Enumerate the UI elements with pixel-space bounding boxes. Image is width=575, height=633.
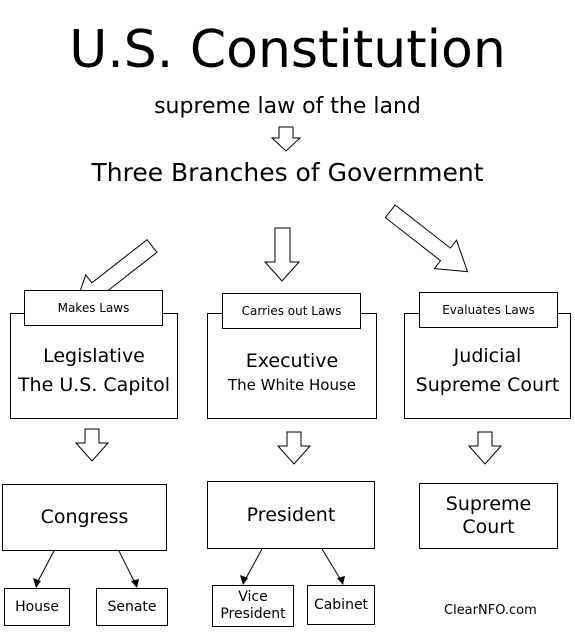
- arrow-down-judicial: [467, 431, 503, 465]
- arrow-down-subtitle: [270, 126, 302, 152]
- leaf-senate: Senate: [96, 588, 168, 626]
- site-credit: ClearNFO.com: [444, 603, 537, 618]
- tag-makes-laws: Makes Laws: [24, 290, 163, 326]
- section-heading: Three Branches of Government: [91, 158, 484, 187]
- arrow-down-legislative: [74, 428, 110, 462]
- arrow-diagonal-right: [384, 204, 469, 273]
- page-subtitle: supreme law of the land: [154, 94, 421, 119]
- arrowhead-house: [33, 578, 41, 588]
- arrow-down-executive: [263, 227, 301, 282]
- page-title: U.S. Constitution: [69, 20, 506, 80]
- branch-box-legislative: Legislative The U.S. Capitol: [10, 313, 178, 419]
- tag-carries-out-laws: Carries out Laws: [222, 293, 361, 329]
- leaf-house: House: [4, 588, 70, 626]
- line-congress-house: [35, 548, 56, 586]
- body-box-president: President: [207, 481, 375, 549]
- arrowhead-vp: [240, 575, 248, 585]
- leaf-vice-president: Vice President: [212, 585, 294, 627]
- branch-box-judicial: Judicial Supreme Court: [404, 313, 571, 419]
- leaf-cabinet: Cabinet: [307, 585, 375, 625]
- arrowhead-cabinet: [337, 576, 345, 585]
- branch-name-executive: Executive: [245, 349, 339, 372]
- body-box-congress: Congress: [2, 484, 167, 551]
- branch-sub-legislative: The U.S. Capitol: [17, 374, 171, 396]
- tag-evaluates-laws: Evaluates Laws: [419, 292, 558, 328]
- branch-name-judicial: Judicial: [453, 345, 522, 368]
- line-president-cabinet: [321, 548, 343, 583]
- arrow-down-executive-body: [276, 431, 312, 465]
- body-box-supreme-court: Supreme Court: [419, 483, 558, 549]
- branch-box-executive: Executive The White House: [207, 313, 377, 419]
- branch-name-legislative: Legislative: [43, 345, 145, 368]
- branch-sub-executive: The White House: [227, 376, 357, 395]
- line-congress-senate: [117, 548, 137, 586]
- branch-sub-judicial: Supreme Court: [415, 374, 560, 396]
- arrowhead-senate: [131, 579, 139, 588]
- line-president-vp: [243, 548, 263, 583]
